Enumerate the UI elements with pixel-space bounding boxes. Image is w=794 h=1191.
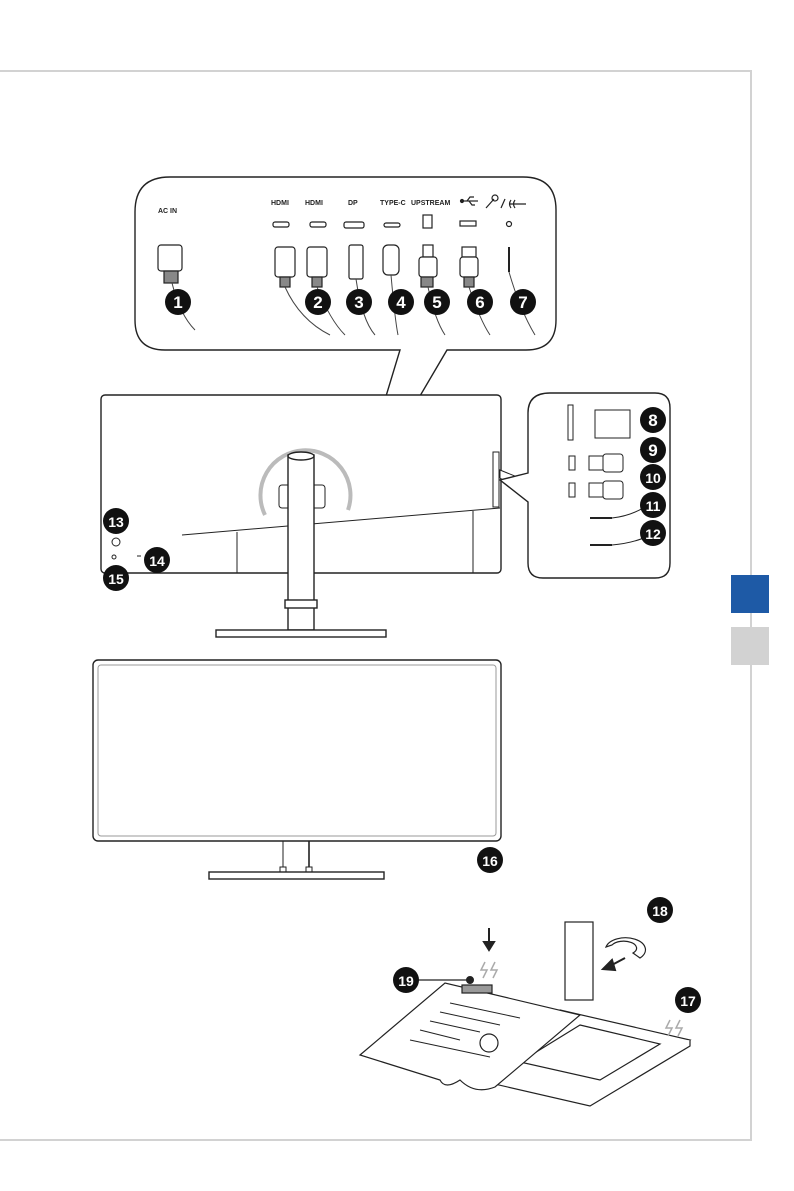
hdmi1-label: HDMI — [271, 200, 289, 207]
typec-label: TYPE-C — [380, 200, 406, 207]
front-monitor — [92, 659, 502, 880]
rear-view-badges: 13 14 15 — [103, 508, 170, 591]
dp-port — [343, 221, 365, 229]
typec-plug — [382, 244, 400, 276]
dp-label: DP — [348, 200, 358, 207]
badge-4: 4 — [396, 293, 406, 312]
front-badges: 16 — [477, 847, 503, 873]
page-frame-bottom — [0, 1139, 751, 1141]
usb-plug-head — [461, 246, 477, 258]
side-badges: 8 9 10 11 12 — [640, 407, 666, 546]
badge-11: 11 — [646, 498, 661, 514]
badge-17: 17 — [680, 993, 696, 1009]
hdmi1-port — [272, 221, 290, 228]
port-row — [272, 214, 513, 229]
badge-18: 18 — [652, 903, 668, 919]
usb-icon — [459, 196, 478, 206]
ac-plug — [157, 244, 183, 272]
upstream-label: UPSTREAM — [411, 200, 450, 207]
badge-19: 19 — [398, 973, 414, 989]
badge-10: 10 — [645, 470, 661, 486]
badge-16: 16 — [482, 853, 498, 869]
badge-14: 14 — [149, 553, 165, 569]
upstream-plug — [418, 256, 438, 278]
plugs — [157, 244, 510, 288]
badge-9: 9 — [648, 441, 657, 460]
hdmi2-port — [309, 221, 327, 228]
rear-monitor — [100, 394, 528, 638]
rear-badges: 1 2 3 4 5 6 7 — [165, 289, 536, 315]
usb-port — [459, 220, 477, 227]
usb-plug — [459, 256, 479, 278]
base-illustration — [358, 921, 692, 1107]
badge-15: 15 — [108, 571, 124, 587]
arrows — [396, 928, 626, 984]
badge-8: 8 — [648, 411, 657, 430]
page-frame-top — [0, 70, 751, 72]
typec-port — [383, 222, 401, 228]
dp-plug — [348, 244, 364, 280]
badge-12: 12 — [645, 526, 661, 542]
audio-jack — [505, 220, 513, 228]
hdmi1-plug — [274, 246, 296, 278]
badge-6: 6 — [475, 293, 484, 312]
badge-1: 1 — [173, 293, 182, 312]
badge-7: 7 — [518, 293, 527, 312]
ac-plug-strain — [163, 270, 179, 284]
upstream-port — [422, 214, 433, 229]
charging-zap-icons — [479, 961, 684, 1037]
hdmi2-label: HDMI — [305, 200, 323, 207]
base-badges: 17 18 19 — [393, 897, 701, 1013]
side-ports-callout — [498, 392, 671, 579]
badge-13: 13 — [108, 514, 124, 530]
side-tab-inactive[interactable] — [731, 627, 769, 665]
badge-5: 5 — [432, 293, 441, 312]
hdmi2-plug — [306, 246, 328, 278]
side-tab-active[interactable] — [731, 575, 769, 613]
ac-in-label: AC IN — [158, 208, 177, 215]
upstream-plug-head — [422, 244, 434, 258]
badge-2: 2 — [313, 293, 322, 312]
mic-headset-icon — [485, 194, 526, 209]
badge-3: 3 — [354, 293, 363, 312]
